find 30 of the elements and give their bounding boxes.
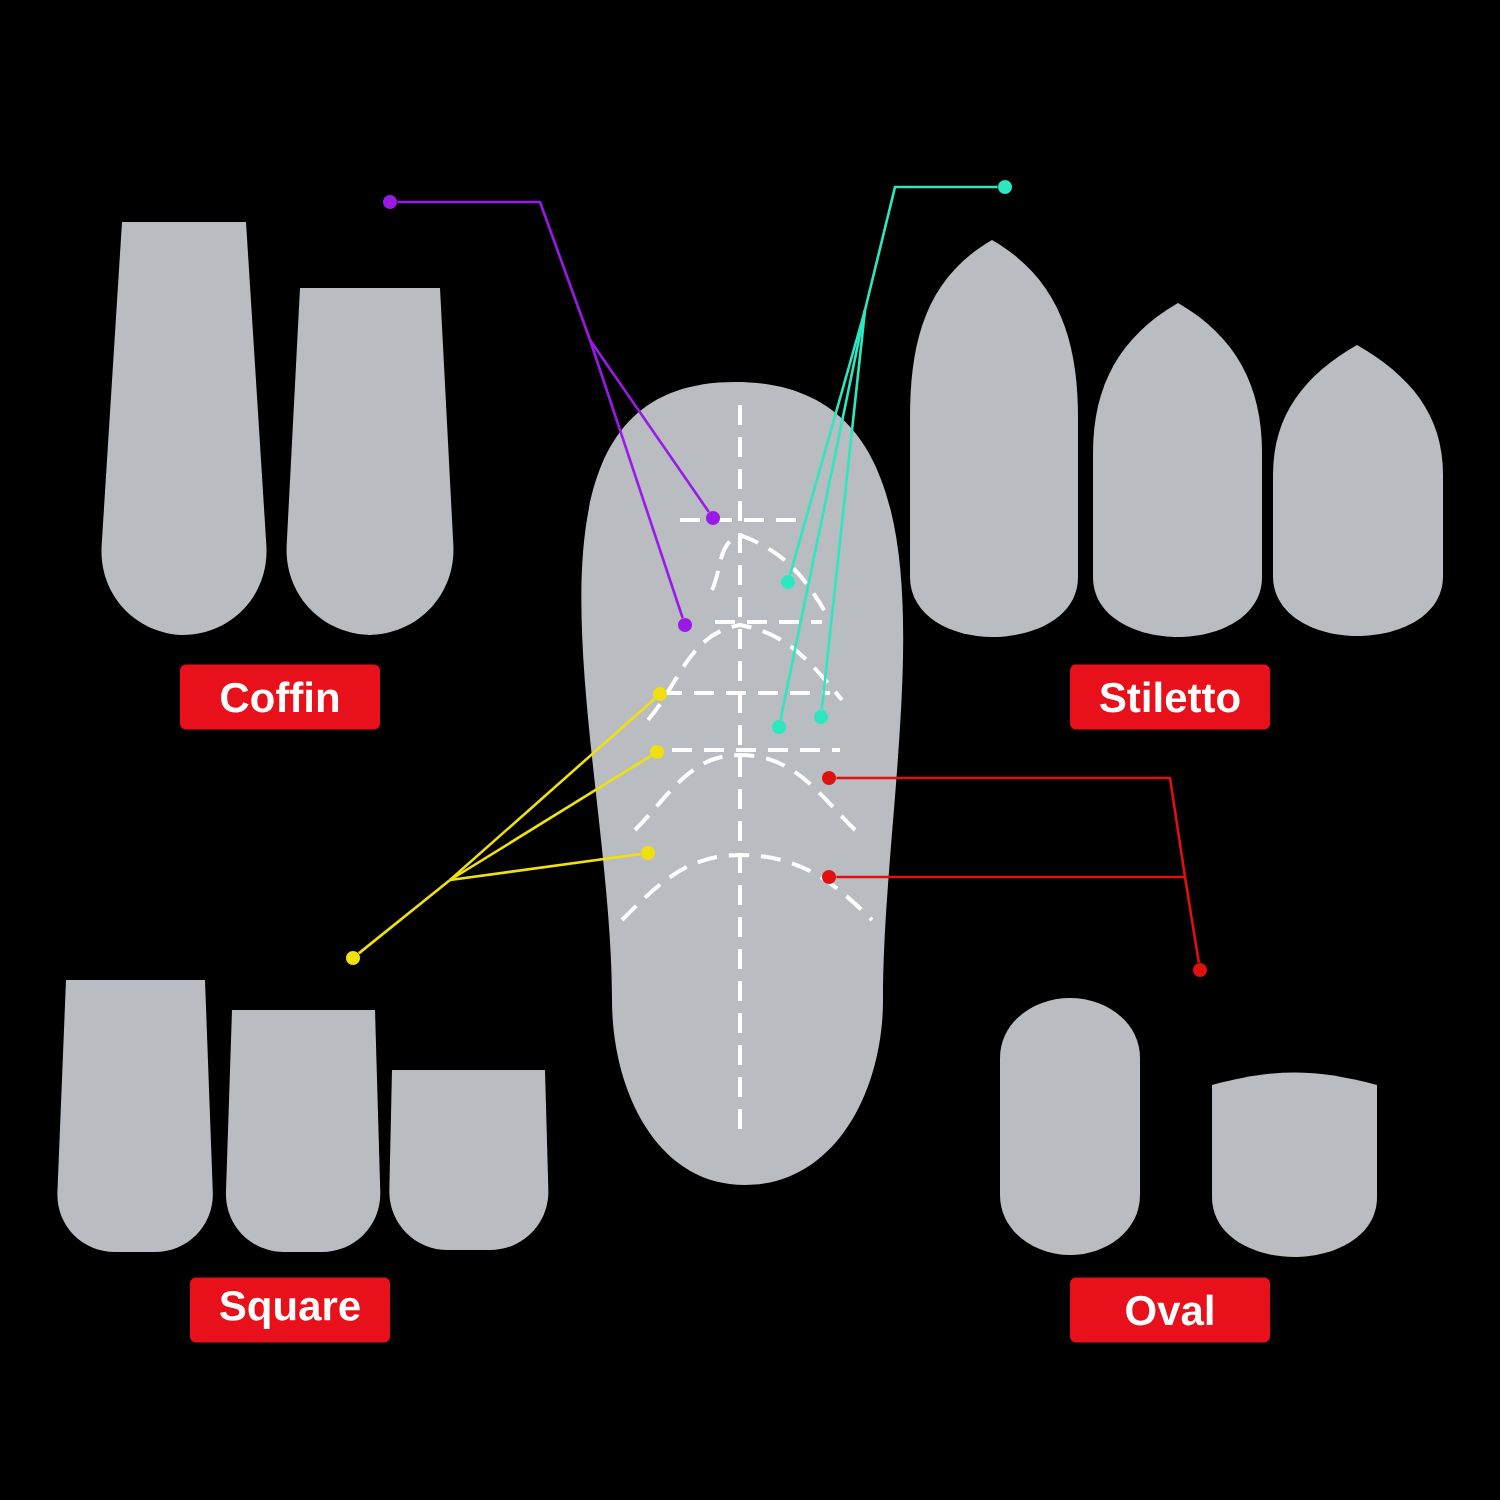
leader-dot xyxy=(1193,963,1207,977)
leader-line xyxy=(588,339,684,619)
leader-line xyxy=(1183,876,1201,963)
leader-line xyxy=(449,754,652,882)
leader-dot xyxy=(772,720,786,734)
leader-dot xyxy=(653,687,667,701)
leader-dot xyxy=(814,710,828,724)
shape-tag: Oval xyxy=(1070,1277,1270,1343)
shape-tag: Square xyxy=(190,1277,390,1343)
leader-line xyxy=(449,852,641,882)
leader-line xyxy=(863,185,998,311)
leader-line xyxy=(836,875,1185,879)
leader-dot xyxy=(650,745,664,759)
leader-dot xyxy=(822,771,836,785)
leader-line xyxy=(357,879,451,955)
leader-dot xyxy=(641,846,655,860)
leader-line xyxy=(836,776,1187,878)
leader-line xyxy=(449,697,656,881)
leader-line xyxy=(779,309,867,721)
leader-dot xyxy=(998,180,1012,194)
leader-dot xyxy=(346,951,360,965)
leader-line xyxy=(820,309,867,710)
leader-dot xyxy=(678,618,692,632)
leader-dot xyxy=(383,195,397,209)
shape-tag: Coffin xyxy=(180,664,380,730)
leader-dot xyxy=(822,870,836,884)
leader-dot xyxy=(781,575,795,589)
shape-tag: Stiletto xyxy=(1070,664,1270,730)
leader-line xyxy=(397,200,592,341)
leader-dot xyxy=(706,511,720,525)
